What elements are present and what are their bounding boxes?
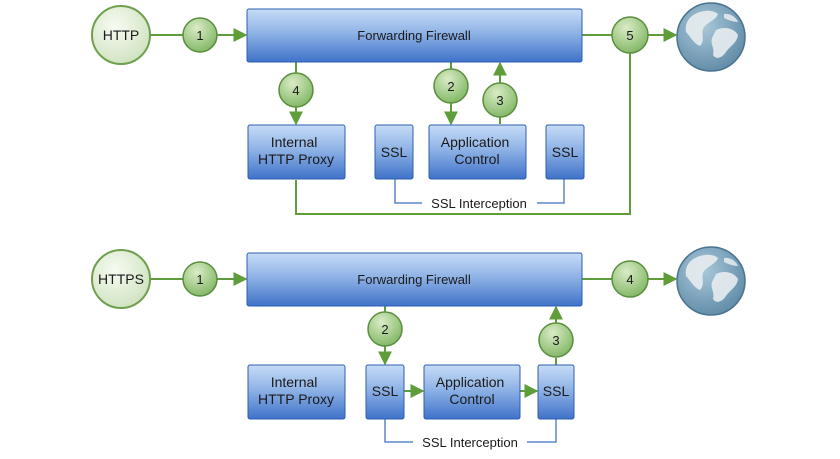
top-proxy-box <box>247 124 346 180</box>
bottom-step4-circle <box>611 260 649 298</box>
top-step4-circle <box>278 72 314 108</box>
bottom-connectors <box>150 272 678 443</box>
bottom-ssl-bracket-right <box>527 418 557 443</box>
bottom-step3-label: 3 <box>552 333 559 348</box>
bottom-appcontrol-line2: Control <box>449 391 494 407</box>
bottom-step2-label: 2 <box>381 322 388 337</box>
top-ssl-left-box <box>374 124 414 180</box>
top-step1-circle <box>182 17 218 53</box>
bottom-step2-circle <box>367 311 403 347</box>
bottom-proxy-line1: Internal <box>271 374 318 390</box>
bottom-interception-label: SSL Interception <box>422 435 518 450</box>
bottom-step1-label: 1 <box>196 272 203 287</box>
bottom-proxy-box <box>247 364 346 420</box>
top-step5-label: 5 <box>626 28 633 43</box>
bottom-ssl-left-box <box>365 364 405 420</box>
bottom-appcontrol-box <box>423 364 521 420</box>
top-protocol-circle <box>91 5 151 65</box>
top-step1-label: 1 <box>196 28 203 43</box>
bottom-protocol-circle <box>91 249 151 309</box>
top-step5-circle <box>611 16 649 54</box>
bottom-globe-icon <box>676 246 746 316</box>
top-ssl-bracket <box>394 179 422 204</box>
top-interception-label: SSL Interception <box>431 196 527 211</box>
top-step2-label: 2 <box>447 79 454 94</box>
top-firewall-label: Forwarding Firewall <box>357 28 471 43</box>
top-connectors <box>150 28 678 215</box>
top-proxy-line2: HTTP Proxy <box>258 151 334 167</box>
top-proxy-line1: Internal <box>271 134 318 150</box>
bottom-appcontrol-line1: Application <box>436 374 505 390</box>
bottom-step3-circle <box>538 322 574 358</box>
top-flow: HTTP Forwarding Firewall Internal HTTP P… <box>91 2 746 215</box>
top-step2-circle <box>433 68 469 104</box>
bottom-ssl-right-label: SSL <box>543 383 570 399</box>
top-protocol-label: HTTP <box>103 27 140 43</box>
bottom-appcontrol-label: Application Control <box>436 374 508 407</box>
bottom-firewall-box <box>246 252 583 307</box>
top-appcontrol-label: Application Control <box>441 134 513 167</box>
top-appcontrol-line1: Application <box>441 134 510 150</box>
top-proxy-label: Internal HTTP Proxy <box>258 134 334 167</box>
bottom-ssl-bracket <box>384 418 413 443</box>
top-ssl-bracket-right <box>537 179 565 204</box>
top-firewall-box <box>246 8 583 63</box>
bottom-ssl-right-box <box>537 364 575 420</box>
bottom-ssl-left-label: SSL <box>372 383 399 399</box>
bottom-proxy-line2: HTTP Proxy <box>258 391 334 407</box>
bottom-step1-circle <box>182 261 218 297</box>
top-step4-label: 4 <box>292 83 299 98</box>
bottom-firewall-label: Forwarding Firewall <box>357 272 471 287</box>
top-step3-circle <box>482 82 518 118</box>
top-appcontrol-box <box>428 124 527 180</box>
top-line-proxy-to-step5 <box>295 53 631 215</box>
bottom-flow: HTTPS Forwarding Firewall Internal HTTP … <box>91 246 746 450</box>
top-ssl-left-label: SSL <box>381 144 408 160</box>
top-step3-label: 3 <box>496 93 503 108</box>
top-appcontrol-line2: Control <box>454 151 499 167</box>
bottom-proxy-label: Internal HTTP Proxy <box>258 374 334 407</box>
top-ssl-right-label: SSL <box>552 144 579 160</box>
bottom-protocol-label: HTTPS <box>98 271 144 287</box>
bottom-step4-label: 4 <box>626 272 633 287</box>
top-ssl-right-box <box>545 124 585 180</box>
top-globe-icon <box>676 2 746 72</box>
